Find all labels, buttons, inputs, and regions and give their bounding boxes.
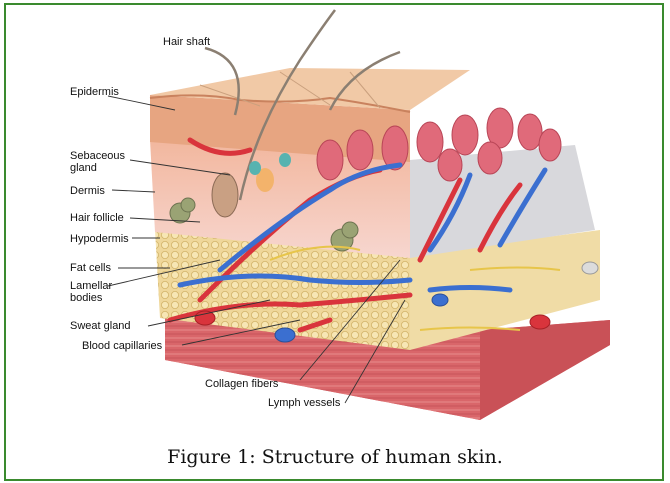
label-sebaceous-gland-line2: gland — [70, 162, 97, 174]
label-sweat-gland: Sweat gland — [70, 320, 131, 332]
label-hypodermis: Hypodermis — [70, 233, 129, 245]
label-hair-shaft: Hair shaft — [163, 36, 210, 48]
label-dermis: Dermis — [70, 185, 105, 197]
label-collagen-fibers: Collagen fibers — [205, 378, 278, 390]
label-lamellar-bodies-line2: bodies — [70, 292, 102, 304]
label-sebaceous-gland-line1: Sebaceous — [70, 150, 125, 162]
label-lamellar-bodies-line1: Lamellar — [70, 280, 112, 292]
label-epidermis: Epidermis — [70, 86, 119, 98]
label-hair-follicle: Hair follicle — [70, 212, 124, 224]
label-blood-capillaries: Blood capillaries — [82, 340, 162, 352]
figure-caption: Figure 1: Structure of human skin. — [0, 446, 670, 468]
label-lymph-vessels: Lymph vessels — [268, 397, 340, 409]
label-fat-cells: Fat cells — [70, 262, 111, 274]
